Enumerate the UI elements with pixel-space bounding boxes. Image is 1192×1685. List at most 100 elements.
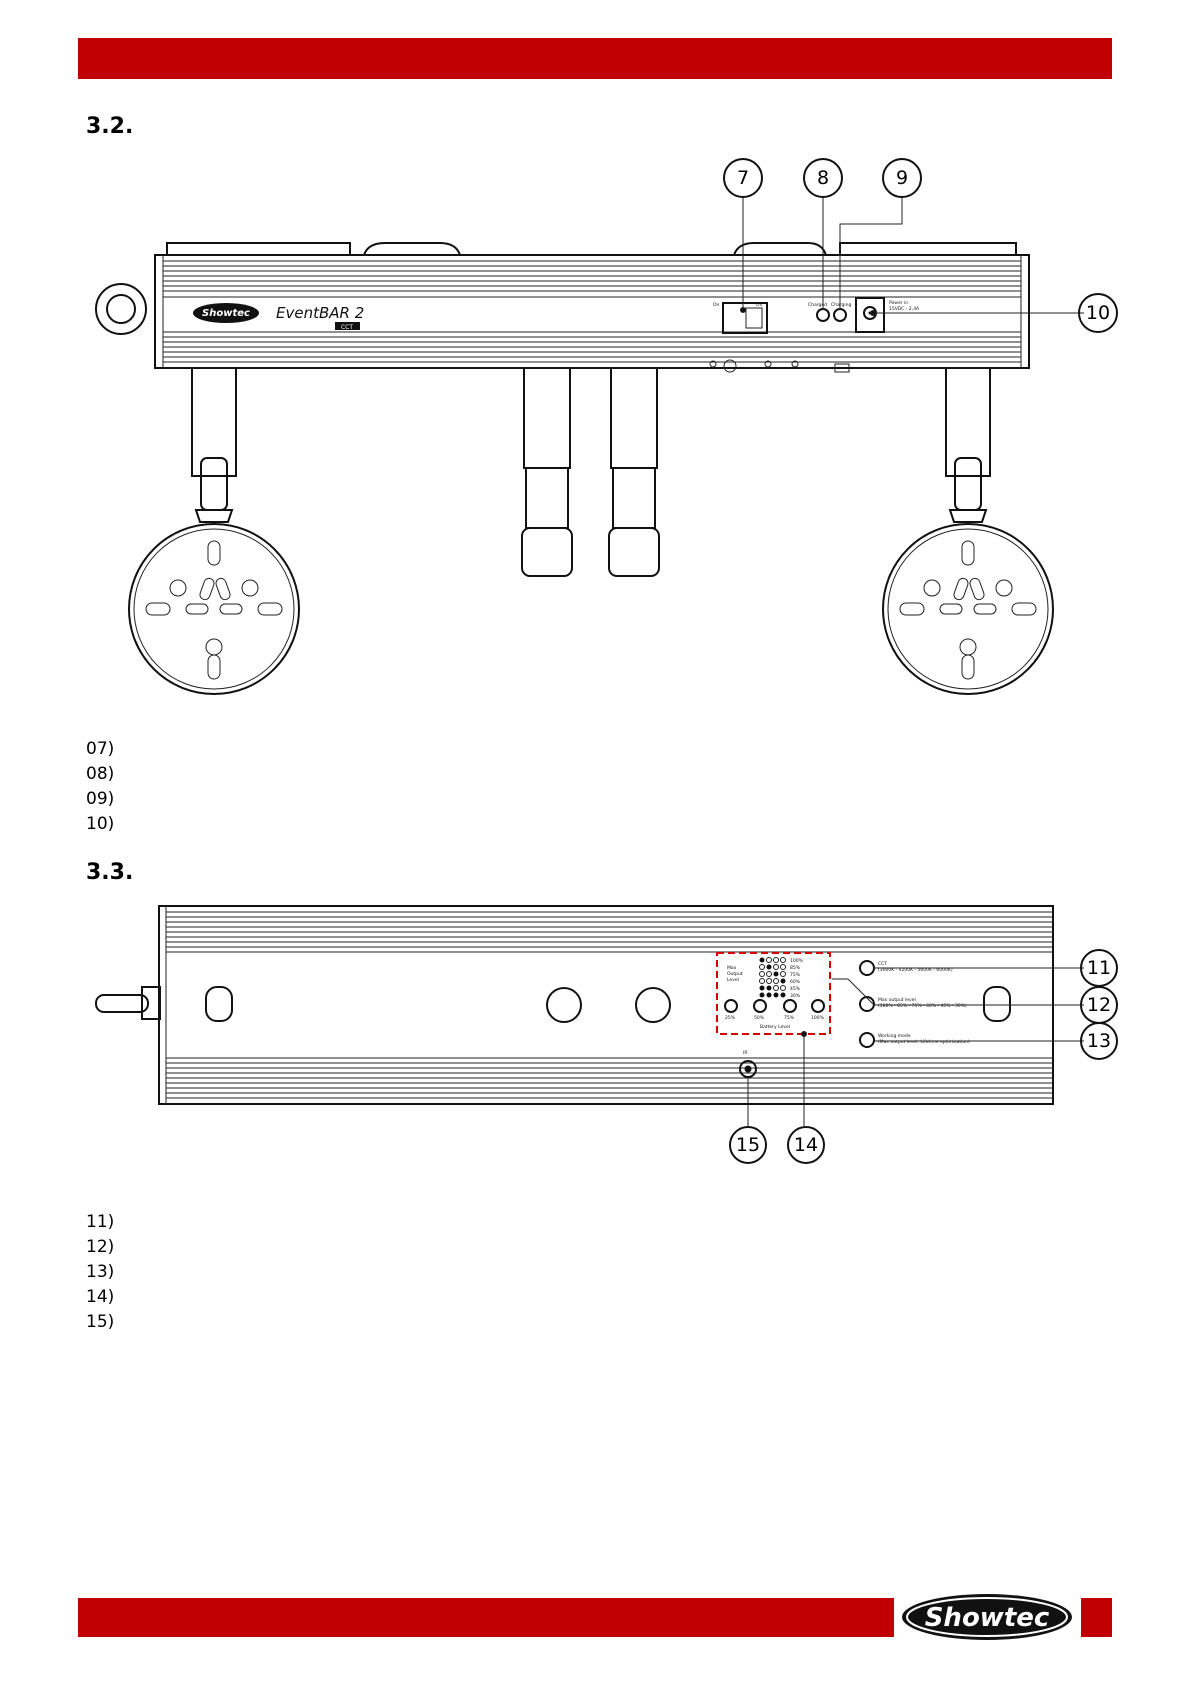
underside-details [709, 359, 850, 373]
legend-item-13: 13) [86, 1262, 115, 1282]
callout-leaders-3-3 [747, 967, 1084, 1126]
callout-15: 15 [729, 1126, 767, 1164]
battery-level-label: Battery Level [760, 1024, 790, 1030]
footer-logo-badge [902, 1594, 1072, 1640]
eyelet-hole [106, 294, 136, 324]
max-output-button[interactable] [859, 996, 875, 1012]
legend-item-07: 07) [86, 739, 115, 759]
top-handle-left [363, 242, 461, 256]
svg-text:11: 11 [1087, 957, 1111, 979]
working-mode-button-values: (Max output level, Lifetime optimization… [878, 1039, 970, 1045]
rear-top-ribs [166, 911, 1053, 953]
power-in-socket-box [855, 297, 885, 333]
svg-text:13: 13 [1087, 1030, 1111, 1052]
spot-head-right [882, 523, 1054, 695]
bottom-ribs [163, 331, 1021, 363]
switch-on-label: On [713, 302, 720, 308]
bar-logo-text: Showtec [202, 308, 250, 319]
mount-hole-center-left [546, 987, 582, 1023]
callout-13: 13 [1080, 1022, 1118, 1060]
callout-14: 14 [787, 1126, 825, 1164]
spigot-right [608, 367, 660, 577]
power-switch-toggle[interactable] [745, 307, 763, 329]
product-sub-badge [335, 322, 360, 330]
left-leg [191, 367, 237, 523]
cct-button-label: CCT [878, 961, 887, 967]
spot-head-left [128, 523, 300, 695]
power-in-rating: 15VDC - 2,4A [889, 306, 920, 312]
svg-text:8: 8 [817, 167, 829, 189]
svg-text:10: 10 [1086, 302, 1110, 324]
svg-text:12: 12 [1087, 994, 1111, 1016]
callout-7: 7 [723, 158, 763, 198]
callout-10: 10 [1078, 293, 1118, 333]
callout-9: 9 [882, 158, 922, 198]
battery-50-label: 50% [754, 1015, 765, 1021]
pct-30-label: 30% [790, 993, 801, 999]
working-mode-button-label: Working mode [878, 1033, 911, 1039]
header-bar [78, 38, 1112, 79]
pct-85-label: 85% [790, 965, 801, 971]
mount-hole-right [983, 986, 1011, 1022]
ir-label: IR [743, 1050, 747, 1056]
bar-body [154, 254, 1030, 369]
mount-hole-center-right [635, 987, 671, 1023]
top-handle-right [733, 242, 827, 256]
charging-label: Charging [831, 302, 851, 308]
max-output-level-label-1: Max [727, 965, 737, 971]
legend-item-11: 11) [86, 1212, 115, 1232]
pct-75-label: 75% [790, 972, 801, 978]
right-leg [945, 367, 991, 523]
callout-8: 8 [803, 158, 843, 198]
footer-bar [78, 1598, 894, 1637]
switch-off-label: Off [756, 302, 764, 308]
battery-led-50 [753, 999, 767, 1013]
legend-3-2: 07) 08) 09) 10) [86, 737, 114, 837]
max-output-level-label-3: Level [727, 977, 739, 983]
svg-text:14: 14 [794, 1134, 818, 1156]
pct-60-label: 60% [790, 979, 801, 985]
legend-item-10: 10) [86, 814, 115, 834]
legend-item-08: 08) [86, 764, 115, 784]
working-mode-button[interactable] [859, 1032, 875, 1048]
bar-logo-badge [193, 303, 259, 323]
charged-label: Charged [808, 302, 827, 308]
legend-item-14: 14) [86, 1287, 115, 1307]
power-in-label: Power in [889, 300, 908, 306]
legend-item-12: 12) [86, 1237, 115, 1257]
cct-button-values: (3000K - 4200K - 5600K - 6000K) [878, 967, 953, 973]
pct-45-label: 45% [790, 986, 801, 992]
svg-text:15: 15 [736, 1134, 760, 1156]
product-sub: CCT [341, 324, 353, 331]
pct-100-label: 100% [790, 958, 804, 964]
battery-100-label: 100% [811, 1015, 825, 1021]
legend-item-15: 15) [86, 1312, 115, 1332]
max-output-button-values: (100% - 85% - 75% - 60% - 45% - 30%) [878, 1003, 967, 1009]
mount-hole-left [205, 986, 233, 1022]
power-switch[interactable] [722, 302, 768, 334]
max-output-button-label: Max output level [878, 997, 916, 1003]
legend-item-09: 09) [86, 789, 115, 809]
battery-led-25 [724, 999, 738, 1013]
spigot-left [521, 367, 573, 577]
svg-text:7: 7 [737, 167, 749, 189]
battery-75-label: 75% [784, 1015, 795, 1021]
battery-led-100 [811, 999, 825, 1013]
indicator-panel [716, 952, 831, 1035]
callout-leaders-3-2 [740, 197, 1084, 316]
svg-text:9: 9 [896, 167, 908, 189]
battery-led-75 [783, 999, 797, 1013]
rear-bottom-ribs [166, 1057, 1053, 1099]
output-level-led-matrix [759, 957, 786, 998]
legend-3-3: 11) 12) 13) 14) 15) [86, 1210, 114, 1335]
product-name: EventBAR 2 [276, 304, 364, 322]
section-number-3-2: 3.2. [86, 114, 134, 139]
section-number-3-3: 3.3. [86, 860, 134, 885]
eyelet-ring [95, 283, 147, 335]
side-knob [95, 994, 149, 1013]
max-output-level-label-2: Output [727, 971, 743, 977]
footer-logo-text: Showtec [925, 1603, 1050, 1633]
